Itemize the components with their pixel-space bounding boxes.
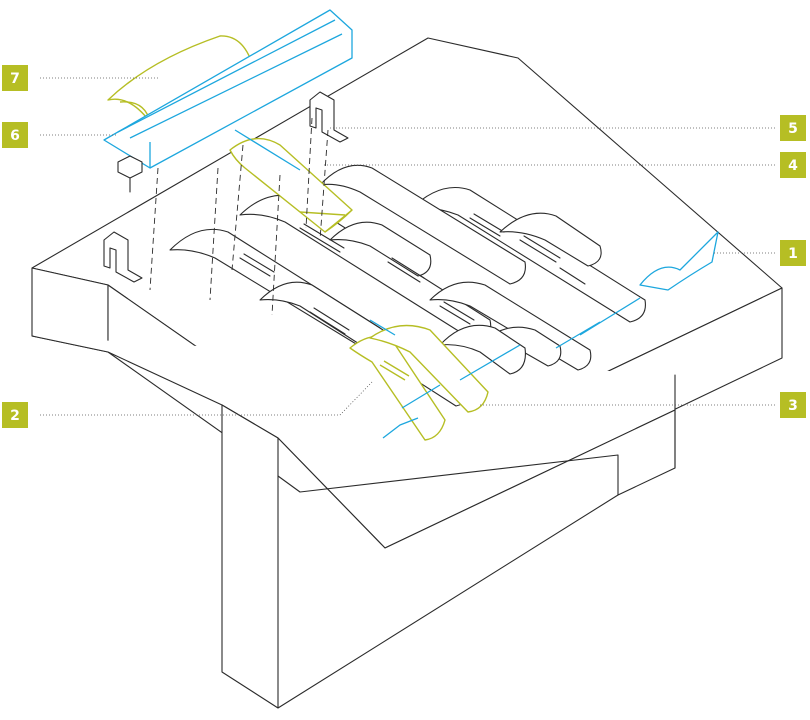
support-wall-recess	[277, 454, 619, 496]
callout-box	[2, 122, 28, 148]
callout-number: 2	[10, 408, 20, 424]
callout-5: 5	[780, 115, 806, 141]
eaves-comb-lower	[382, 344, 521, 439]
ridge-support-groove	[117, 19, 343, 168]
tile	[319, 164, 526, 285]
callout-box	[2, 65, 28, 91]
ridge-bracket-front	[103, 231, 143, 283]
callout-7: 7	[2, 65, 28, 91]
callout-2: 2	[2, 402, 28, 428]
callout-1: 1	[780, 240, 806, 266]
tile-row-upper	[319, 164, 646, 323]
tile-slot	[387, 257, 425, 283]
guide-line	[271, 174, 281, 316]
tile	[439, 324, 526, 375]
assembly-guides	[149, 117, 329, 316]
ridge-under-tile	[229, 137, 353, 233]
callout-number: 5	[788, 121, 798, 137]
ridge-under-tile-edge	[299, 209, 353, 233]
tile	[329, 221, 432, 277]
callout-number: 3	[788, 398, 798, 414]
eaves-tile-slot	[379, 360, 410, 381]
callout-box	[2, 402, 28, 428]
guide-line	[305, 117, 313, 229]
callout-number: 7	[10, 71, 20, 87]
batten-lines	[234, 129, 396, 336]
callout-3: 3	[780, 392, 806, 418]
blue-components	[103, 9, 719, 439]
tile	[499, 212, 602, 267]
highlighted-components	[107, 35, 489, 441]
ridge-bracket-back	[309, 91, 349, 143]
callout-6: 6	[2, 122, 28, 148]
fixing-clip	[117, 155, 143, 179]
leader-lines	[40, 77, 775, 416]
guide-line	[209, 167, 219, 301]
eaves-batten-line	[555, 297, 641, 349]
callout-4: 4	[780, 152, 806, 178]
eaves-comb	[639, 231, 719, 291]
guide-line	[149, 167, 159, 291]
tile-slot	[519, 235, 561, 263]
leader-2	[40, 381, 373, 416]
tile-slot	[439, 301, 475, 325]
guide-line	[231, 144, 244, 271]
tile-slot	[559, 267, 586, 285]
callout-number: 6	[10, 128, 20, 144]
tile-slot	[239, 253, 275, 277]
ridge-brackets	[103, 91, 349, 283]
ridge-tile	[107, 35, 255, 123]
callout-box	[780, 152, 806, 178]
callout-box	[780, 240, 806, 266]
callout-number: 4	[788, 158, 798, 174]
tile-slot	[309, 307, 350, 335]
tile-slot	[469, 213, 505, 237]
callout-box	[780, 115, 806, 141]
guide-line	[319, 129, 329, 241]
callout-box	[780, 392, 806, 418]
eaves-tile-second	[369, 324, 489, 413]
callout-number: 1	[788, 246, 798, 262]
